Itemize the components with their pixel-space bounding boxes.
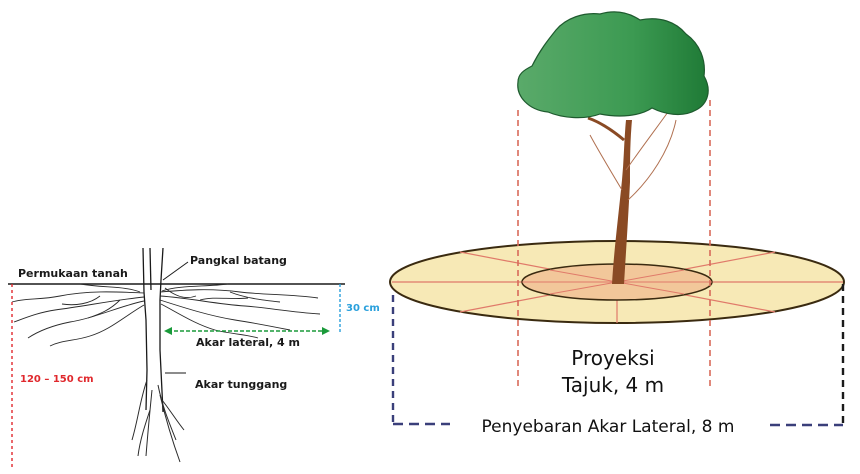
trunk-base-leader: [162, 261, 189, 281]
tree-crown: [517, 11, 709, 119]
tree-trunk: [587, 111, 677, 284]
trunk-base-label: Pangkal batang: [190, 254, 287, 267]
lateral-roots-sketch: [11, 283, 321, 347]
lateral-arrow-left: [164, 327, 172, 335]
trunk-sketch: [142, 247, 164, 413]
ground-surface-label: Permukaan tanah: [18, 267, 128, 280]
lateral-root-label: Akar lateral, 4 m: [196, 336, 300, 349]
depth-30cm-label: 30 cm: [346, 303, 380, 314]
lateral-spread-bracket: [391, 284, 845, 427]
lateral-arrow-right: [322, 327, 330, 335]
crown-projection-label-line2: Tajuk, 4 m: [561, 373, 664, 397]
tap-root-sketch: [131, 379, 185, 463]
crown-projection-label-line1: Proyeksi: [571, 346, 654, 370]
lateral-spread-label: Penyebaran Akar Lateral, 8 m: [482, 417, 735, 437]
tree-root-spread-diagram: Proyeksi Tajuk, 4 m Penyebaran Akar Late…: [389, 11, 845, 437]
root-cross-section-diagram: Permukaan tanah Pangkal batang 30 cm Aka…: [8, 247, 380, 470]
total-depth-label: 120 – 150 cm: [20, 374, 94, 385]
tap-root-label: Akar tunggang: [195, 378, 287, 391]
